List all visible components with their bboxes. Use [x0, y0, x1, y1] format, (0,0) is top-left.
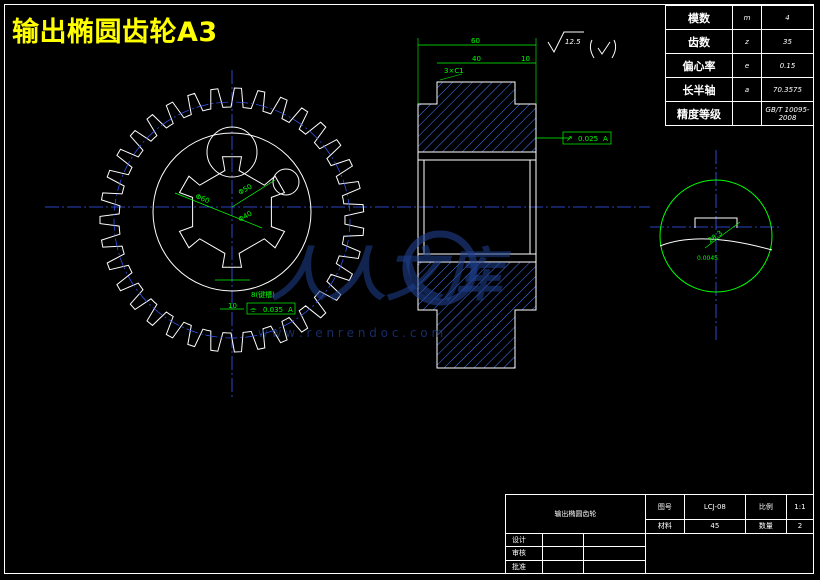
review-label: 审核 [505, 546, 543, 561]
section-hatch-hub-bottom [437, 310, 515, 368]
dim-chamfer: 3×C1 [444, 67, 464, 75]
roughness-general-symbol [589, 39, 617, 59]
approve-label: 批准 [505, 559, 543, 574]
drawing-frame [4, 4, 814, 574]
fig-no: LCJ-08 [683, 494, 746, 520]
symmetry-datum: A [288, 306, 293, 314]
dim-key-label: 8(键槽) [251, 290, 275, 299]
symmetry-tol-frame [246, 302, 296, 315]
title-block: 输出椭圆齿轮 图号 LCJ-08 比例 1:1 材料 45 数量 2 设计 审核… [505, 494, 815, 574]
qty: 2 [785, 519, 815, 534]
param-label: 齿数 [665, 29, 733, 54]
lightening-hole [206, 126, 258, 178]
param-value: 70.3575 [761, 77, 814, 102]
flatness-frame [562, 131, 612, 145]
detail-bore-dim: 28.3 [707, 229, 724, 244]
pin-hole [272, 168, 300, 196]
param-value: 35 [761, 29, 814, 54]
watermark-url: w w w . r e n r e n d o c . c o m [258, 326, 443, 340]
param-label: 长半轴 [665, 77, 733, 102]
dim-width-step: 10 [521, 55, 530, 63]
flatness-tol: 0.025 [578, 135, 598, 143]
param-symbol: e [732, 53, 762, 78]
dim-spline-mid: Φ50 [237, 183, 253, 197]
section-hatch-top [418, 104, 536, 152]
drawing-title: 输出椭圆齿轮A3 [12, 17, 218, 48]
material-label: 材料 [644, 519, 685, 534]
param-label: 精度等级 [665, 101, 733, 126]
pitch-ellipse [113, 101, 351, 339]
chamfer-leader [439, 73, 463, 81]
param-row-accuracy: 精度等级 GB/T 10095-2008 [665, 101, 814, 126]
dim-width-total: 60 [471, 37, 480, 45]
gear-parameter-table: 模数 m 4 齿数 z 35 偏心率 e 0.15 长半轴 a 70.3575 … [665, 5, 814, 126]
dim-line-diag [174, 192, 263, 229]
param-value: 4 [761, 5, 814, 30]
part-name: 输出椭圆齿轮 [505, 494, 646, 534]
dim-width-hub: 40 [472, 55, 481, 63]
roughness-value: 12.5 [565, 38, 581, 46]
gear-tooth-profile [99, 87, 365, 353]
dim-width-10: 10 [228, 302, 237, 310]
param-symbol: a [732, 77, 762, 102]
param-row-eccentricity: 偏心率 e 0.15 [665, 53, 814, 78]
param-value: GB/T 10095-2008 [761, 101, 814, 126]
scale: 1:1 [785, 494, 815, 520]
section-hatch-hub-top [437, 82, 515, 104]
fig-no-label: 图号 [644, 494, 685, 520]
param-label: 偏心率 [665, 53, 733, 78]
scale-label: 比例 [744, 494, 787, 520]
design-label: 设计 [505, 532, 543, 547]
dim-spline-outer: Φ60 [194, 192, 210, 205]
section-outline [417, 81, 537, 369]
param-row-semimajor: 长半轴 a 70.3575 [665, 77, 814, 102]
detail-circle [659, 179, 773, 293]
param-row-teeth: 齿数 z 35 [665, 29, 814, 54]
qty-label: 数量 [744, 519, 787, 534]
symmetry-symbol: ⌯ [250, 305, 257, 314]
dim-line-diag2 [231, 179, 276, 208]
detail-dim-line [704, 221, 741, 249]
spline-bore [178, 156, 286, 268]
watermark-ring [402, 230, 478, 306]
hub-circle [152, 132, 312, 292]
symmetry-tol: 0.035 [263, 306, 283, 314]
flatness-datum: A [603, 135, 608, 143]
flatness-symbol: ↗ [566, 134, 573, 143]
material: 45 [683, 519, 746, 534]
detail-tol: 0.0045 [697, 255, 718, 262]
roughness-symbol [547, 31, 584, 54]
detail-keyway [659, 217, 773, 251]
